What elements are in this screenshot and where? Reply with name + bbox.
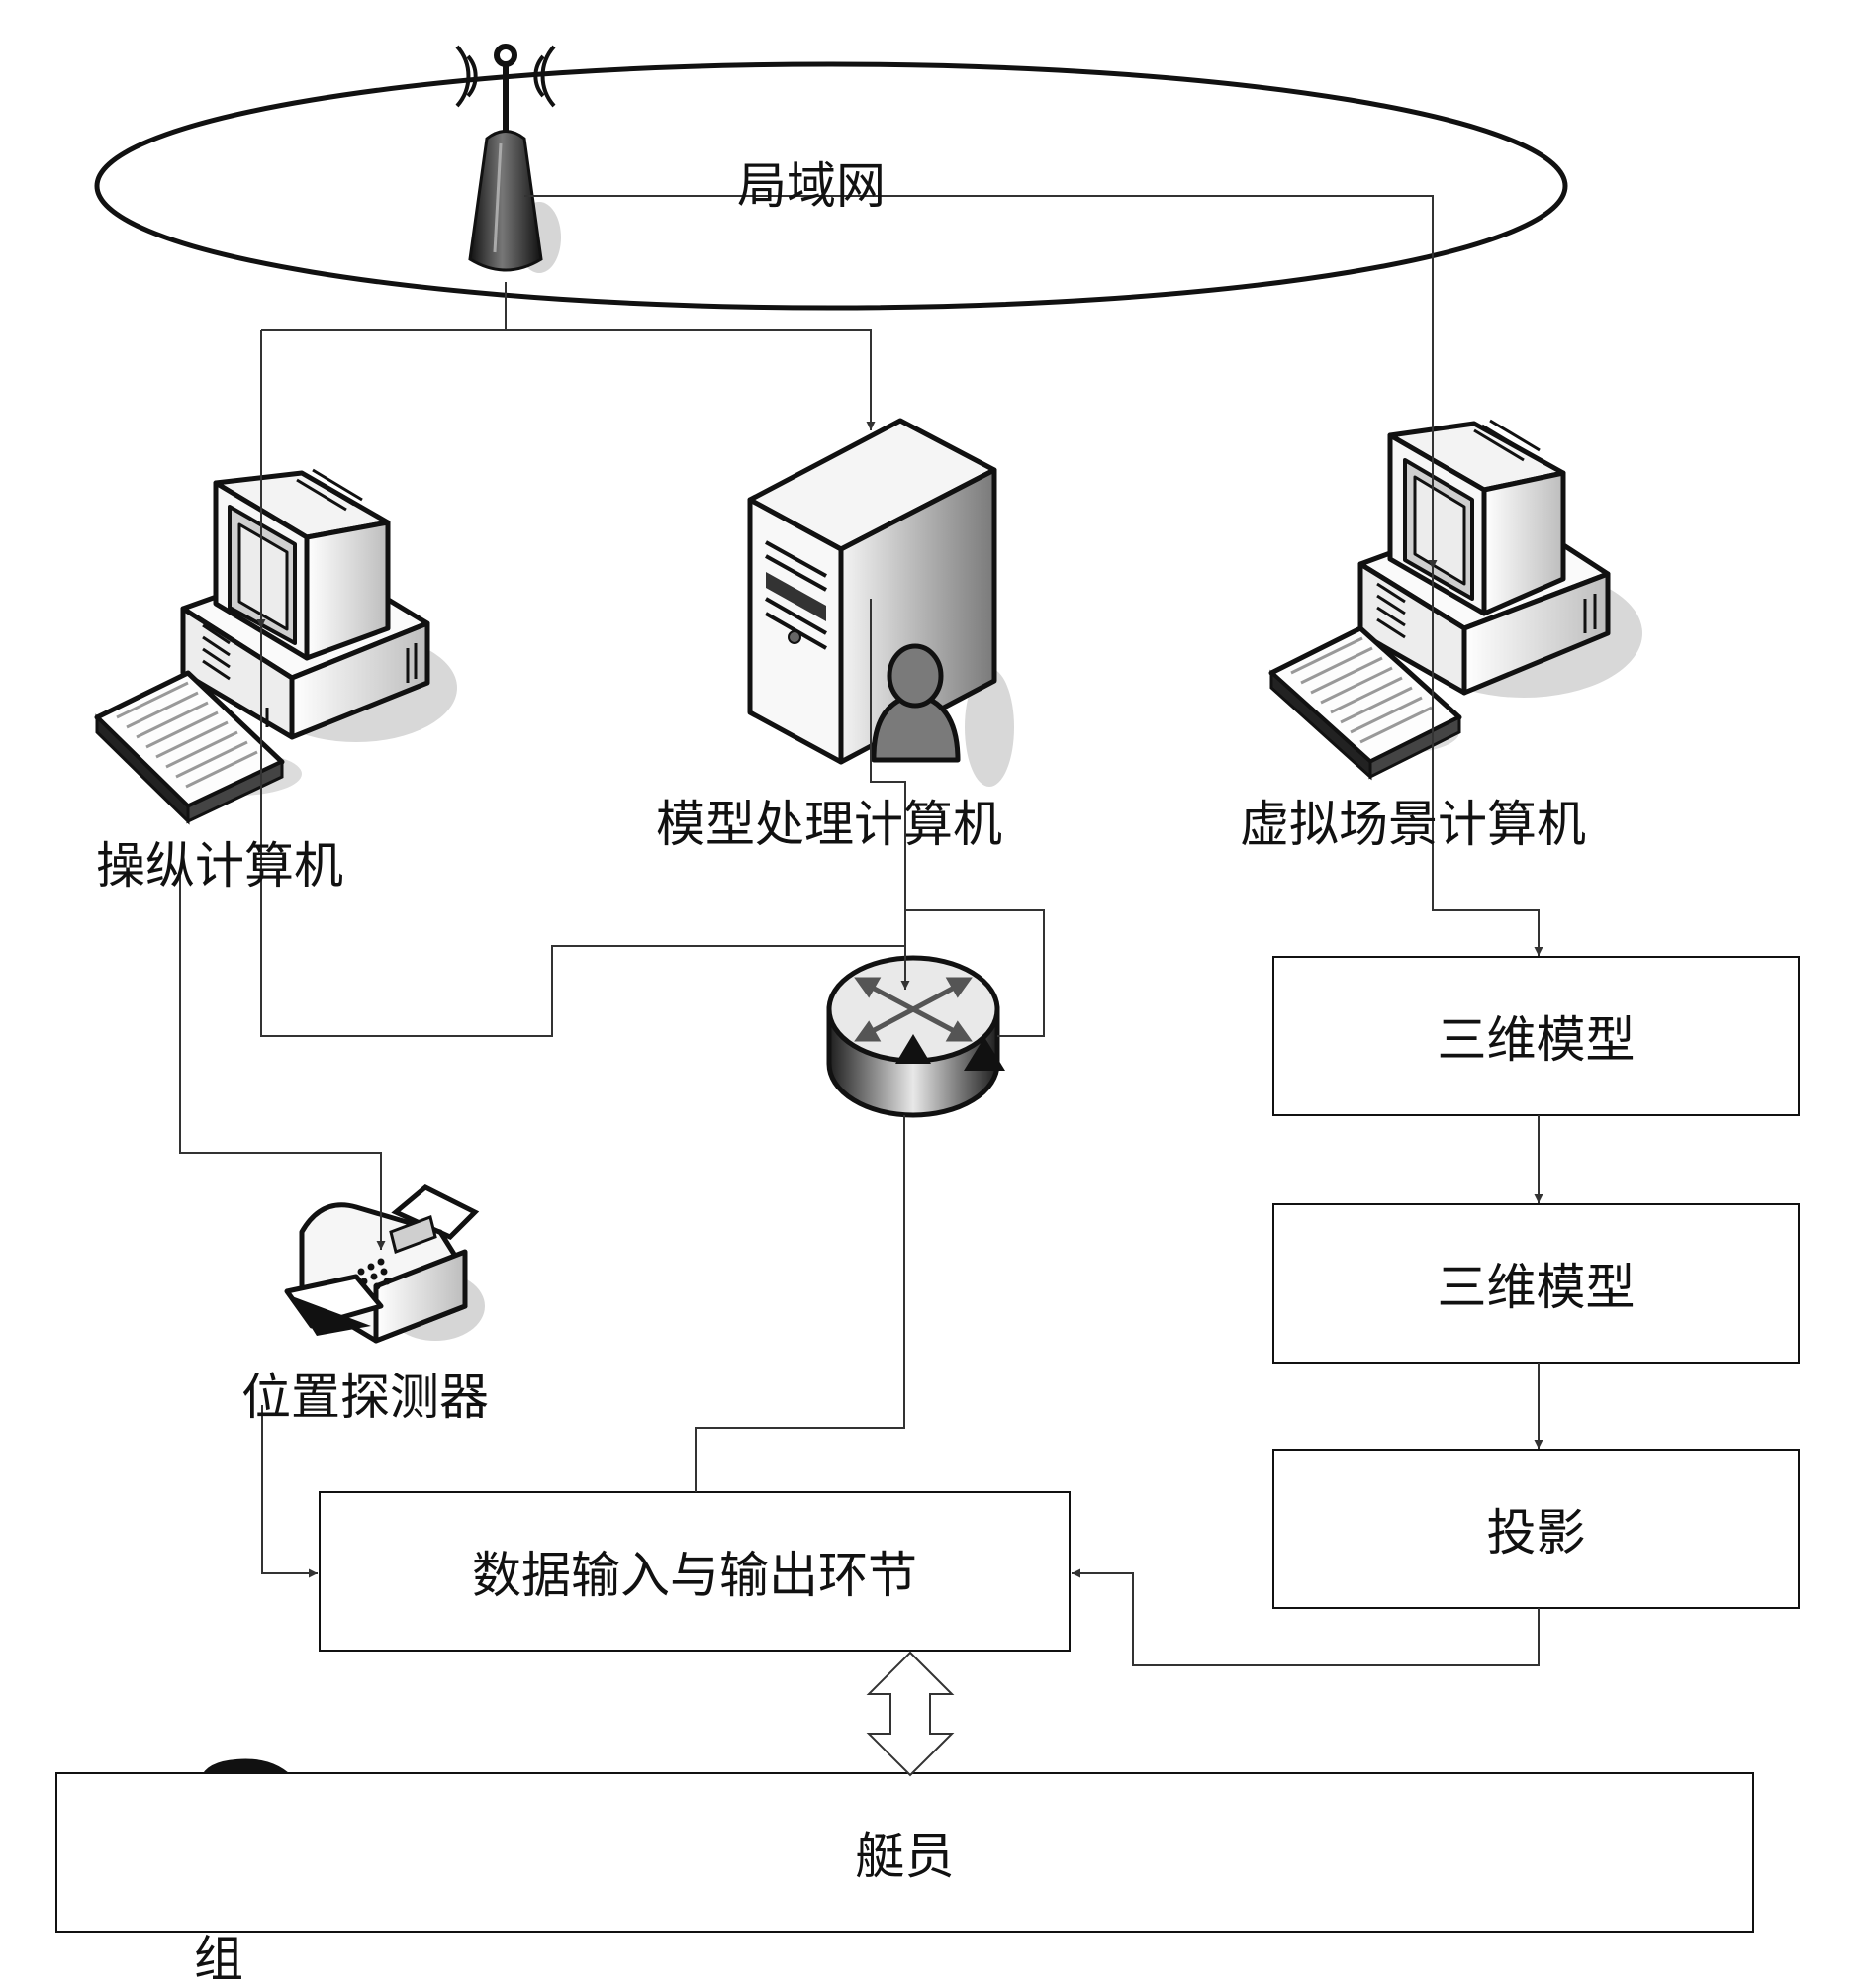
link-branch-server — [261, 329, 876, 430]
scene-computer-icon — [1268, 419, 1642, 781]
box-crew-label: 艇员 — [855, 1828, 955, 1885]
model-computer-label: 模型处理计算机 — [656, 796, 1002, 853]
box-data-io — [319, 1491, 1071, 1652]
wireless-antenna-icon — [455, 44, 561, 273]
box-3d-model-a-label: 三维模型 — [1437, 1011, 1636, 1069]
box-projection-label: 投影 — [1486, 1504, 1586, 1562]
link-control-detector — [179, 876, 386, 1250]
link-detector-io — [261, 1405, 318, 1578]
position-detector-label: 位置探测器 — [241, 1369, 489, 1426]
link-router-right — [905, 909, 1045, 1037]
lan-ellipse — [94, 61, 1568, 311]
link-proj-io — [1072, 1568, 1540, 1666]
link-server-router — [870, 599, 910, 990]
router-arrowhead-b — [964, 1037, 1005, 1071]
box-projection — [1272, 1449, 1800, 1609]
scene-computer-label: 虚拟场景计算机 — [1240, 796, 1586, 853]
link-io-router — [695, 1115, 905, 1492]
link-control-router — [260, 628, 904, 1037]
control-computer-label: 操纵计算机 — [96, 837, 343, 895]
lan-label: 局域网 — [737, 157, 886, 215]
router-arrowhead-a — [895, 1034, 931, 1064]
bidirectional-arrow — [866, 1651, 955, 1777]
control-computer-icon — [94, 468, 457, 825]
box-data-io-label: 数据输入与输出环节 — [472, 1547, 917, 1604]
link-antenna-scene — [524, 195, 1438, 569]
box-3d-model-a — [1272, 956, 1800, 1116]
box-3d-model-b — [1272, 1203, 1800, 1364]
link-scene-3d — [1432, 569, 1543, 956]
box-crew — [55, 1772, 1754, 1933]
model-server-icon — [747, 418, 1014, 787]
box-3d-model-b-label: 三维模型 — [1437, 1259, 1636, 1316]
crew-group-label: 组 — [194, 1931, 243, 1988]
position-detector-icon — [284, 1184, 485, 1344]
user-icon — [871, 643, 961, 763]
